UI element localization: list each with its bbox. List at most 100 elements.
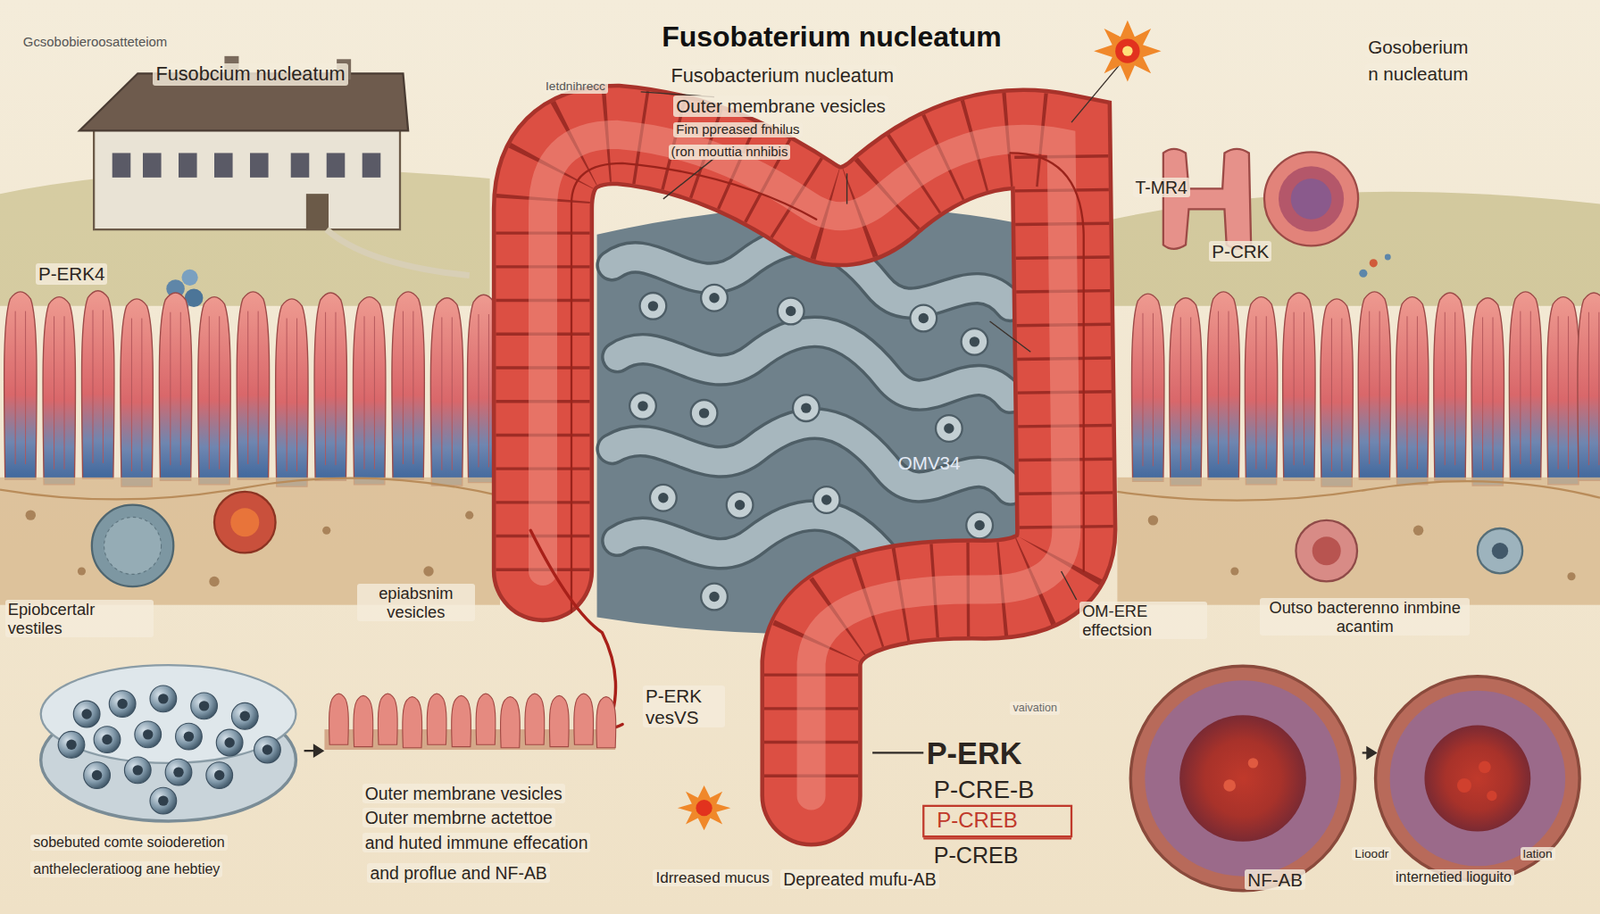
pcreb-box-part <box>923 837 1072 840</box>
small-intestine-part-part <box>616 332 1010 399</box>
label: NF-AB <box>1244 869 1306 892</box>
villi-right-part <box>1547 297 1581 485</box>
small-intestine-part <box>612 240 1011 579</box>
label: anthelecleratioog ane hebtiey <box>30 861 223 878</box>
villi-right-part <box>1433 292 1467 481</box>
villi-strip-part <box>377 693 398 745</box>
molecule-part <box>181 269 198 286</box>
label: Gcsobobieroosatteteiom <box>20 34 170 50</box>
villi-strip-part <box>402 697 423 749</box>
colon-sections-part <box>1248 758 1259 768</box>
tissue-part <box>322 526 331 535</box>
petri-dish-part <box>175 723 203 750</box>
label: P-ERK vesVS <box>642 685 725 728</box>
small-intestine-part <box>966 512 993 540</box>
small-intestine-part <box>640 292 667 320</box>
small-intestine-part <box>691 400 718 427</box>
villi-left-part <box>158 292 192 481</box>
petri-dish-part <box>93 726 121 754</box>
colon-sections-part <box>1223 779 1236 792</box>
label: Depreated mufu-AB <box>780 869 939 890</box>
tissue-part <box>208 576 219 587</box>
small-intestine-part <box>700 583 728 611</box>
title: Fusobaterium nucleatum <box>661 20 1002 54</box>
leader-lines-part <box>1061 571 1077 600</box>
small-intestine-part <box>792 394 820 422</box>
farmhouse-part <box>362 152 382 177</box>
label: Lioodr <box>1351 847 1392 862</box>
villi-strip-part <box>500 697 521 749</box>
colon-sections-part <box>1375 676 1581 882</box>
burst-part <box>1122 45 1133 56</box>
label: Epiobcertalr vestiles <box>5 600 154 638</box>
label: P-ERK4 <box>35 263 108 285</box>
label: T-MR4 <box>1133 177 1191 198</box>
ho-shapes-part <box>1163 149 1251 250</box>
tissue-part <box>1312 536 1342 566</box>
petri-dish <box>41 665 297 822</box>
petri-dish-part <box>58 731 85 759</box>
tissue-part <box>77 566 86 575</box>
farmhouse-part <box>214 152 234 177</box>
tissue-part <box>465 511 474 520</box>
tissue-part <box>104 516 162 575</box>
villi-strip-part <box>525 693 545 745</box>
villi-left-part <box>81 291 115 479</box>
villi-left-part <box>391 291 425 480</box>
process-arrows-part <box>314 745 323 756</box>
villi-right-part <box>1320 299 1354 487</box>
label: vaivation <box>1009 701 1060 715</box>
tissue-part <box>1566 572 1575 581</box>
villi-strip-part <box>329 693 350 745</box>
villi-strip-part <box>475 693 496 745</box>
process-arrows-part <box>872 751 924 754</box>
label: and proflue and NF-AB <box>366 863 550 884</box>
leader-lines-part <box>990 321 1032 352</box>
colon-part <box>542 134 1067 797</box>
tissue-part <box>1116 481 1600 501</box>
tissue-part <box>1295 520 1358 583</box>
villi-left-part <box>352 297 386 485</box>
label: Ietdnihrecc <box>542 79 609 94</box>
villi-strip-part <box>353 695 374 747</box>
label: P-CREB <box>933 842 1019 869</box>
villi-right-part <box>1169 298 1203 486</box>
colon-sections-part <box>1130 666 1355 891</box>
small-intestine-part <box>909 305 937 333</box>
burst <box>677 20 1162 831</box>
colon-sections-part <box>1390 691 1567 867</box>
villi-left <box>4 291 500 487</box>
villi-strip-part <box>574 693 594 745</box>
villi-left-part <box>314 292 348 481</box>
villi-right-part <box>1244 297 1278 485</box>
villi-right-part <box>1131 293 1165 482</box>
villi-right-part <box>1283 292 1317 481</box>
process-arrows-part <box>1366 748 1375 759</box>
colon-sections-part <box>1424 725 1531 833</box>
villi-strip-part <box>549 695 569 747</box>
small-intestine-part-part <box>616 332 1010 399</box>
farmhouse-part <box>291 152 310 177</box>
label: OM-ERE effectsion <box>1079 601 1208 640</box>
tissue-part <box>25 509 36 520</box>
label: Fim ppreased fnhilus <box>673 122 802 138</box>
label: epiabsnim vesicles <box>357 583 475 622</box>
ho-shapes-part <box>1358 269 1367 278</box>
colon-sections-part <box>1179 715 1307 842</box>
small-intestine-part <box>629 392 657 420</box>
villi-right-part <box>1577 292 1600 481</box>
farmhouse-part <box>326 152 346 177</box>
colon-sections-part <box>1478 761 1492 775</box>
villi-right-part <box>1358 291 1392 480</box>
colon-part <box>542 134 1067 797</box>
colon-sections-part <box>1144 680 1341 876</box>
ho-shapes-part <box>1369 258 1378 267</box>
label: internetied lioguito <box>1392 869 1515 886</box>
villi-left-part <box>430 298 464 486</box>
label: P-CREB <box>936 808 1018 834</box>
tissue-part <box>423 566 434 576</box>
colon-part <box>1009 152 1084 572</box>
villi-strip-part <box>451 695 472 747</box>
ho-shapes-part <box>1278 166 1344 232</box>
